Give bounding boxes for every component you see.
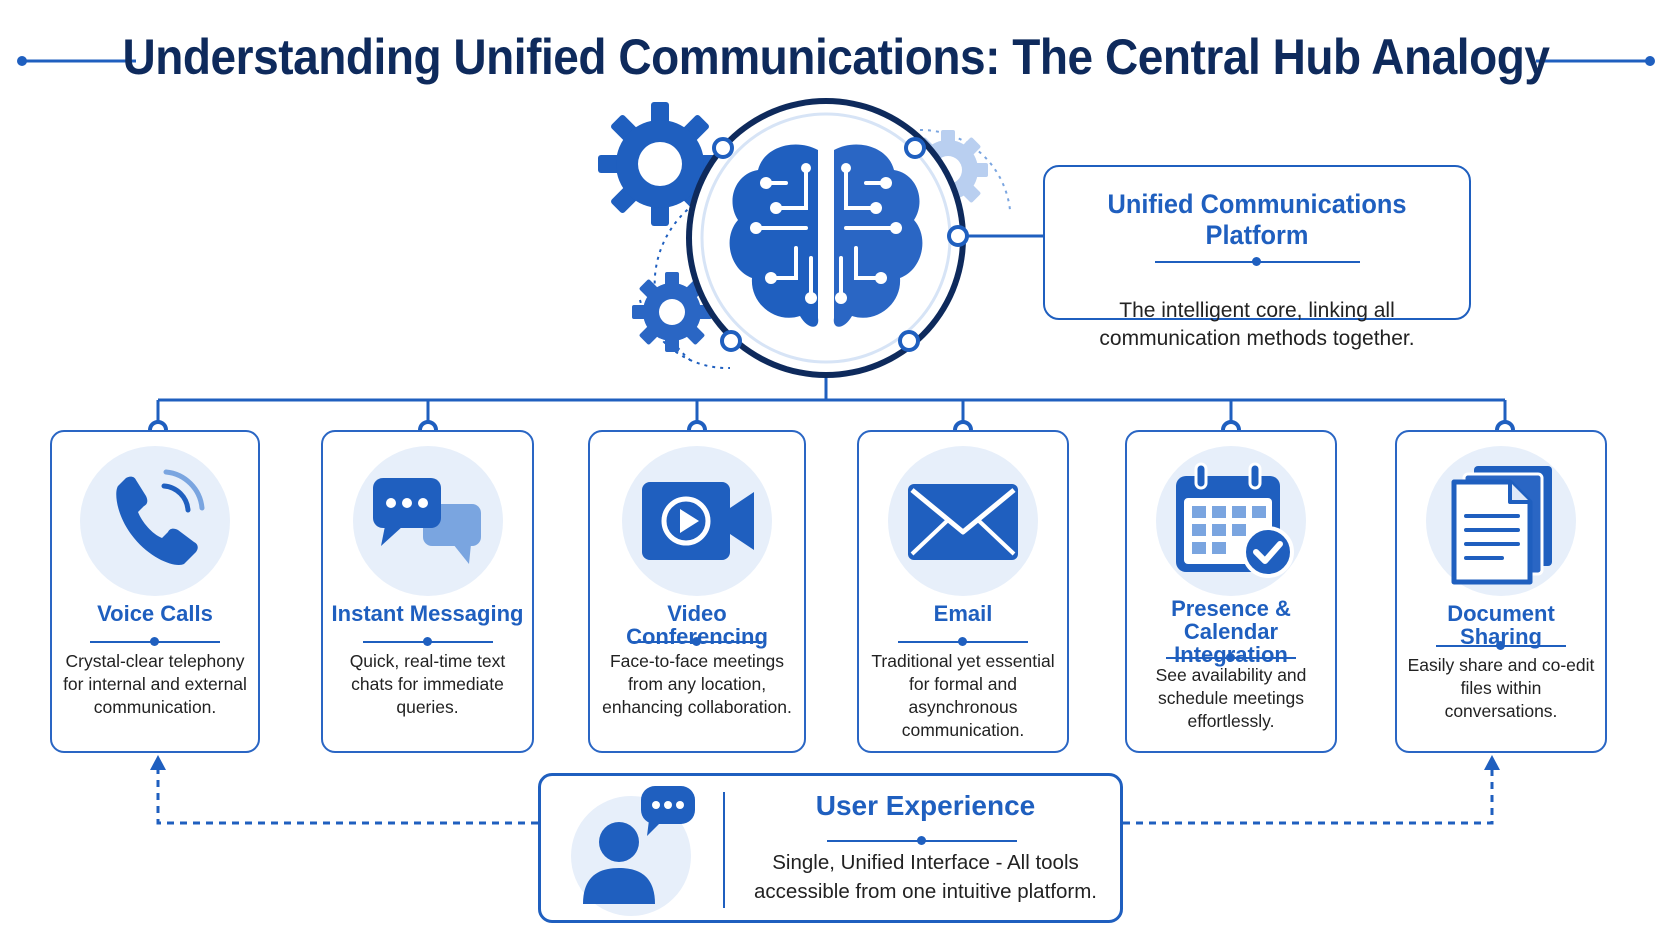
chat-bubbles-icon [372,478,481,564]
card-divider [632,637,762,647]
hub-nodes [712,137,969,352]
calendar-check-icon [1176,462,1294,578]
title-dot-right [1645,56,1655,66]
page-title: Understanding Unified Communications: Th… [122,29,1550,85]
card-divider [898,637,1028,647]
documents-icon [1451,466,1552,585]
platform-divider [1154,257,1360,267]
card-description: See availability and schedule meetings e… [1155,665,1307,731]
user-chat-icon [571,786,695,916]
video-camera-icon [642,482,754,560]
card-email: Email Traditional yet essential for form… [857,430,1069,753]
card-description: Crystal-clear telephony for internal and… [63,651,247,717]
card-title: Instant Messaging [331,601,524,626]
ux-loop-right [1123,770,1494,825]
card-divider [90,637,220,647]
card-presence-calendar: Presence & Calendar Integration See avai… [1125,430,1337,753]
orbit-arc-left-lower [639,299,731,370]
title-dot-left [17,56,27,66]
card-title: Email [933,601,993,626]
arrow-up-left [150,755,166,770]
platform-description: The intelligent core, linking all commun… [1099,299,1415,350]
card-document-sharing: Document Sharing Easily share and co-edi… [1395,430,1607,753]
card-divider [1166,653,1296,663]
card-title: Document Sharing [1447,601,1555,649]
card-description: Traditional yet essential for formal and… [871,651,1055,740]
card-voice-calls: Voice Calls Crystal-clear telephony for … [50,430,260,753]
card-description: Quick, real-time text chats for immediat… [349,651,506,717]
card-instant-messaging: Instant Messaging Quick, real-time text … [321,430,534,753]
platform-title: Unified Communications Platform [1107,189,1407,250]
brain-circuit-icon [729,144,923,327]
envelope-icon [908,484,1018,560]
ux-separator [723,792,725,908]
arrow-up-right [1484,755,1500,770]
card-divider [1436,641,1566,651]
orbit-arc-right [919,128,1011,211]
card-title: Voice Calls [97,601,213,626]
card-video-conferencing: Video Conferencing Face-to-face meetings… [588,430,806,753]
phone-icon [116,469,205,565]
ux-divider [827,836,1017,846]
card-description: Easily share and co-edit files within co… [1407,655,1595,721]
card-divider [362,637,493,647]
card-description: Face-to-face meetings from any location,… [602,651,792,717]
platform-box: Unified Communications Platform The inte… [1043,165,1471,350]
ux-loop-left [156,770,538,825]
user-experience-box: User Experience Single, Unified Interfac… [538,773,1123,923]
ux-description: Single, Unified Interface - All tools ac… [754,851,1097,903]
ux-title: User Experience [815,790,1036,821]
